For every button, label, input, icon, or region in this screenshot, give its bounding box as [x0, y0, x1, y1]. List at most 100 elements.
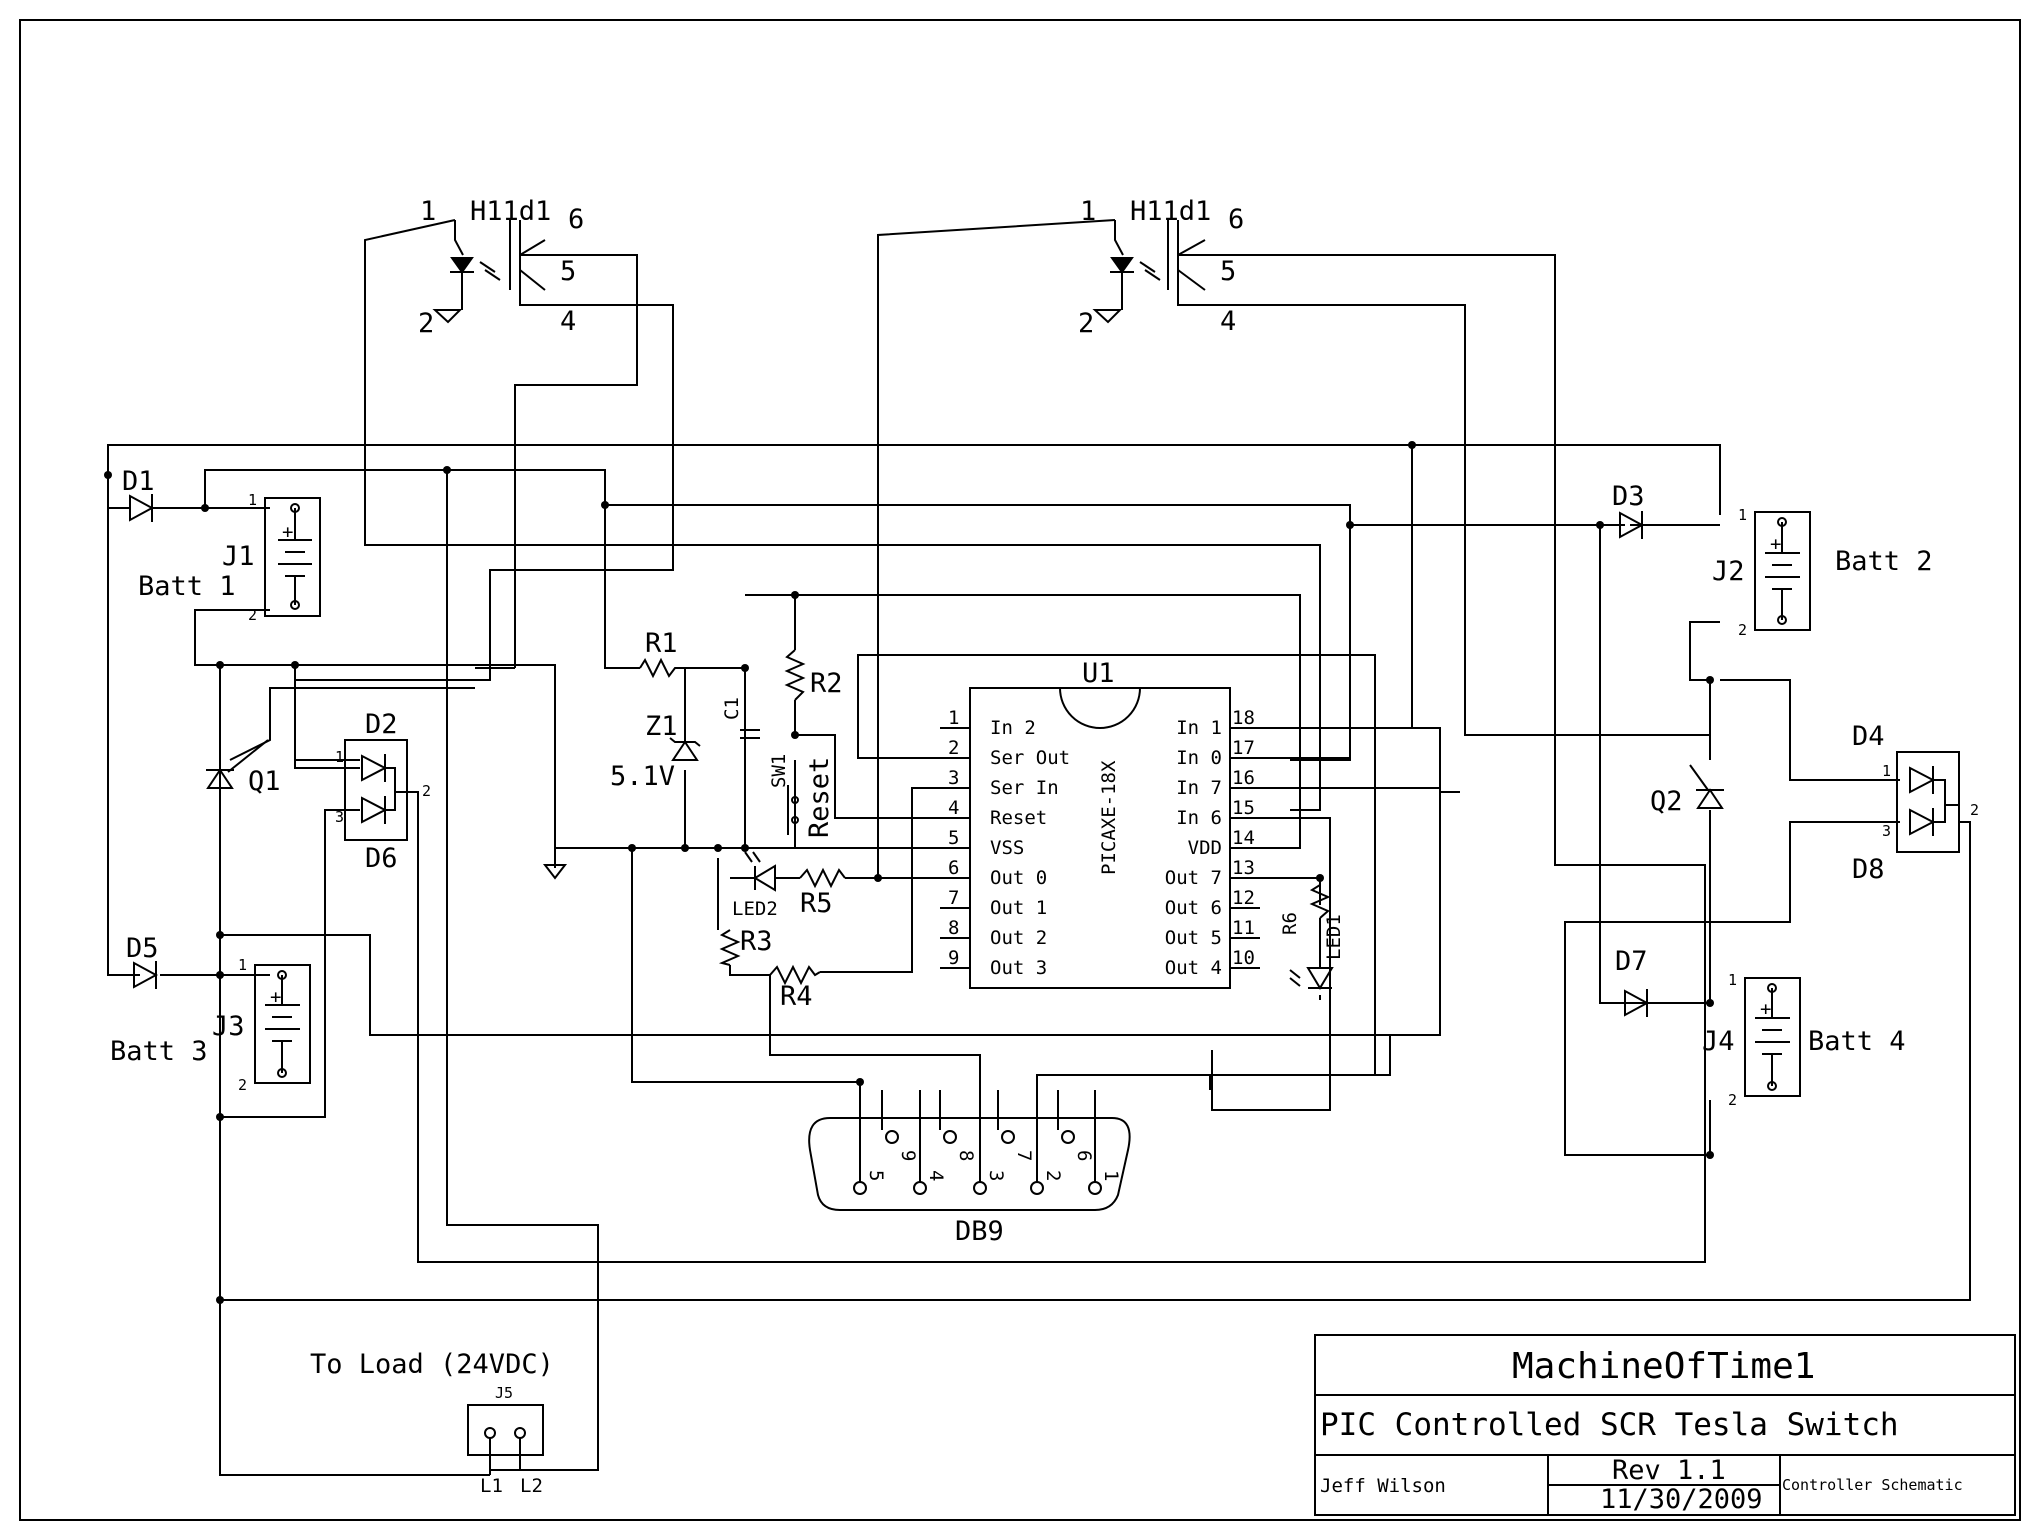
- diode-d7: D7: [1615, 946, 1650, 1017]
- j5-label: J5: [495, 1384, 513, 1402]
- ic-left-pin-num: 4: [948, 797, 959, 819]
- r1-label: R1: [645, 628, 678, 659]
- reset-label: Reset: [804, 757, 835, 838]
- j4-pin2-label: 2: [1728, 1091, 1737, 1109]
- r5-label: R5: [800, 888, 833, 919]
- ic-left-pin-num: 8: [948, 917, 959, 939]
- battery-j2: + 1 2 J2 Batt 2: [1712, 506, 1933, 639]
- opto2-pin6-label: 6: [1228, 204, 1244, 235]
- resistor-r3: R3: [718, 926, 773, 966]
- d2-pin2-label: 2: [422, 782, 431, 800]
- ic-right-pin-num: 13: [1232, 857, 1255, 879]
- optocoupler-1: 1 H11d1 6 5 4 2: [418, 196, 584, 339]
- battery-j1: + 1 2 J1 Batt 1: [138, 491, 321, 624]
- opto2-pin2-label: 2: [1078, 308, 1094, 339]
- j1-ref-label: J1: [222, 541, 255, 572]
- r2-label: R2: [810, 668, 843, 699]
- sheet-border: [19, 19, 2021, 1521]
- db9-label: DB9: [955, 1216, 1004, 1247]
- ic-right-pin-name: Out 7: [1165, 867, 1222, 889]
- ic-left-pin-name: Out 1: [990, 897, 1047, 919]
- opto2-pin5-label: 5: [1220, 256, 1236, 287]
- l1-label: L1: [480, 1475, 503, 1497]
- ic-right-pin-name: Out 5: [1165, 927, 1222, 949]
- ic-u1: U1 PICAXE-18X: [969, 658, 1231, 989]
- ic-left-pin-num: 3: [948, 767, 959, 789]
- j4-pin1-label: 1: [1728, 971, 1737, 989]
- db9-top-pin-label: 8: [955, 1150, 977, 1161]
- scr-q1: Q1: [206, 739, 281, 797]
- j3-pin1-label: 1: [238, 956, 247, 974]
- ic-right-pin-name: In 7: [1176, 777, 1222, 799]
- resistor-r6: R6: [1279, 878, 1331, 935]
- led2: LED2: [732, 851, 800, 920]
- d8-label: D8: [1852, 854, 1885, 885]
- opto2-pin1-label: 1: [1080, 196, 1096, 227]
- d1-label: D1: [122, 466, 155, 497]
- opto2-part-label: H11d1: [1130, 196, 1211, 227]
- l2-label: L2: [520, 1475, 543, 1497]
- ic-left-pin-name: Out 3: [990, 957, 1047, 979]
- battery-j4: + 1 2 J4 Batt 4: [1702, 971, 1906, 1109]
- ic-left-pin-name: Out 2: [990, 927, 1047, 949]
- u1-part-label: PICAXE-18X: [1098, 760, 1120, 875]
- ic-right-pin-num: 10: [1232, 947, 1255, 969]
- opto1-pin5-label: 5: [560, 256, 576, 287]
- dual-diode-d2-d6: D2 D6 1 3 2: [335, 709, 431, 874]
- svg-text:+: +: [1770, 533, 1781, 555]
- db9-bottom-pin-label: 4: [925, 1170, 947, 1181]
- batt4-label: Batt 4: [1808, 1026, 1906, 1057]
- dual-diode-d4-d8: D4 D8 1 3 2: [1852, 721, 1979, 885]
- db9-top-pin-label: 9: [897, 1150, 919, 1161]
- opto1-pin6-label: 6: [568, 204, 584, 235]
- opto1-part-label: H11d1: [470, 196, 551, 227]
- db9-bottom-pin-label: 1: [1100, 1170, 1122, 1181]
- battery-j3: + 1 2 J3 Batt 3: [110, 956, 311, 1094]
- j3-ref-label: J3: [212, 1011, 245, 1042]
- ic-right-pin-name: In 1: [1176, 717, 1222, 739]
- led2-label: LED2: [732, 898, 778, 920]
- j1-pin1-label: 1: [248, 491, 257, 509]
- r6-label: R6: [1279, 912, 1301, 935]
- u1-label: U1: [1082, 658, 1115, 689]
- ic-left-pin-num: 5: [948, 827, 959, 849]
- j2-pin1-label: 1: [1738, 506, 1747, 524]
- ic-right-pin-num: 14: [1232, 827, 1255, 849]
- junctions: [104, 441, 1714, 1304]
- batt3-label: Batt 3: [110, 1036, 208, 1067]
- resistor-r5: R5: [799, 867, 846, 919]
- d8-pin3-label: 3: [1882, 822, 1891, 840]
- author-label: Jeff Wilson: [1320, 1475, 1446, 1497]
- svg-text:+: +: [282, 521, 293, 543]
- ic-right-pin-num: 17: [1232, 737, 1255, 759]
- batt1-label: Batt 1: [138, 571, 236, 602]
- sheet-label: Controller Schematic: [1782, 1476, 1963, 1494]
- d2-pin1-label: 1: [335, 748, 344, 766]
- db9-bottom-pin-label: 5: [865, 1170, 887, 1181]
- z1-label: Z1: [645, 711, 678, 742]
- optocoupler-2: 1 H11d1 6 5 4 2: [1078, 196, 1244, 339]
- d7-label: D7: [1615, 946, 1648, 977]
- d4-pin1-label: 1: [1882, 762, 1891, 780]
- led1: LED1: [1289, 914, 1345, 990]
- opto2-pin4-label: 4: [1220, 306, 1236, 337]
- svg-text:+: +: [270, 986, 281, 1008]
- project-title: MachineOfTime1: [1512, 1346, 1815, 1387]
- r4-label: R4: [780, 981, 813, 1012]
- q1-label: Q1: [248, 766, 281, 797]
- z1-value-label: 5.1V: [610, 761, 675, 792]
- j2-pin2-label: 2: [1738, 621, 1747, 639]
- sw1-label: SW1: [768, 754, 790, 788]
- switch-sw1: SW1 Reset: [768, 754, 835, 838]
- c1-label: C1: [721, 697, 743, 720]
- ic-right-pin-name: Out 6: [1165, 897, 1222, 919]
- schematic-title: PIC Controlled SCR Tesla Switch: [1320, 1407, 1899, 1443]
- j1-pin2-label: 2: [248, 606, 257, 624]
- ic-left-pin-num: 7: [948, 887, 959, 909]
- d6-pin3-label: 3: [335, 808, 344, 826]
- opto1-pin1-label: 1: [420, 196, 436, 227]
- ic-left-pin-num: 2: [948, 737, 959, 759]
